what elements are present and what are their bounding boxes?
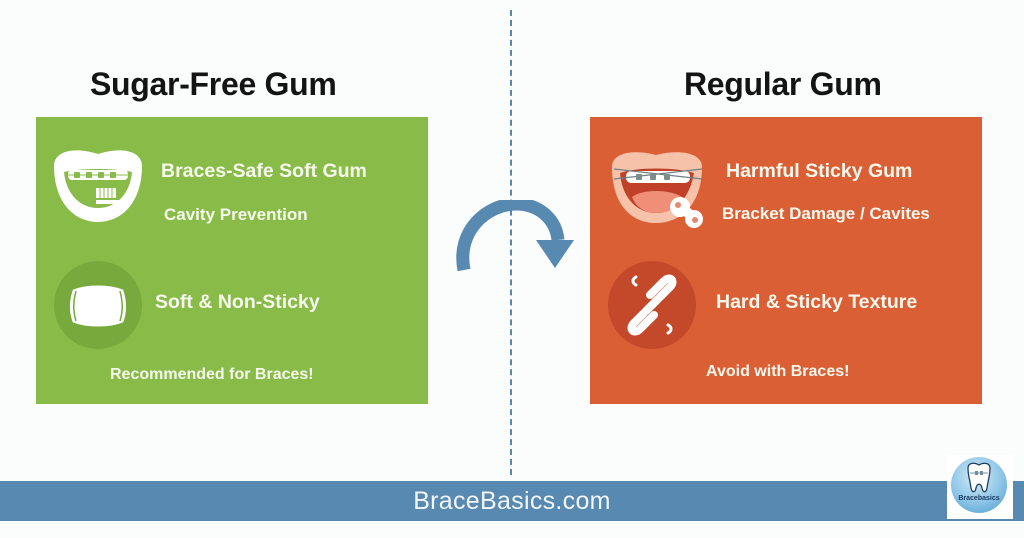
verdict-text: Avoid with Braces! bbox=[706, 363, 850, 380]
pillow-icon-badge bbox=[54, 261, 142, 349]
sugar-free-panel: Braces-Safe Soft Gum Cavity Prevention S… bbox=[36, 117, 428, 404]
benefit-subtitle: Cavity Prevention bbox=[164, 205, 308, 224]
curved-arrow-icon bbox=[456, 200, 574, 272]
mouth-braces-gum-icon bbox=[612, 152, 703, 228]
verdict-text: Recommended for Braces! bbox=[110, 366, 314, 383]
pillow-icon bbox=[68, 283, 128, 329]
risk-subtitle: Bracket Damage / Cavites bbox=[722, 204, 930, 223]
tooth-icon bbox=[967, 462, 991, 493]
site-link[interactable]: BraceBasics.com bbox=[413, 486, 611, 515]
regular-gum-panel: Harmful Sticky Gum Bracket Damage / Cavi… bbox=[590, 117, 982, 404]
logo-badge: Bracebasics bbox=[951, 457, 1007, 513]
benefit-title: Soft & Non-Sticky bbox=[155, 291, 320, 313]
risk-title: Hard & Sticky Texture bbox=[716, 291, 918, 313]
broken-chain-icon-badge bbox=[608, 261, 696, 349]
sugar-free-heading: Sugar-Free Gum bbox=[90, 66, 337, 102]
center-divider bbox=[510, 10, 512, 475]
brand-logo: Bracebasics bbox=[947, 455, 1013, 519]
braces-smile-toothbrush-icon bbox=[54, 150, 142, 222]
broken-chain-icon bbox=[627, 274, 677, 336]
benefit-title: Braces-Safe Soft Gum bbox=[161, 160, 367, 182]
footer-bar: BraceBasics.com bbox=[0, 481, 1024, 521]
regular-gum-heading: Regular Gum bbox=[684, 66, 882, 102]
logo-text: Bracebasics bbox=[958, 495, 1000, 502]
risk-title: Harmful Sticky Gum bbox=[726, 160, 913, 182]
